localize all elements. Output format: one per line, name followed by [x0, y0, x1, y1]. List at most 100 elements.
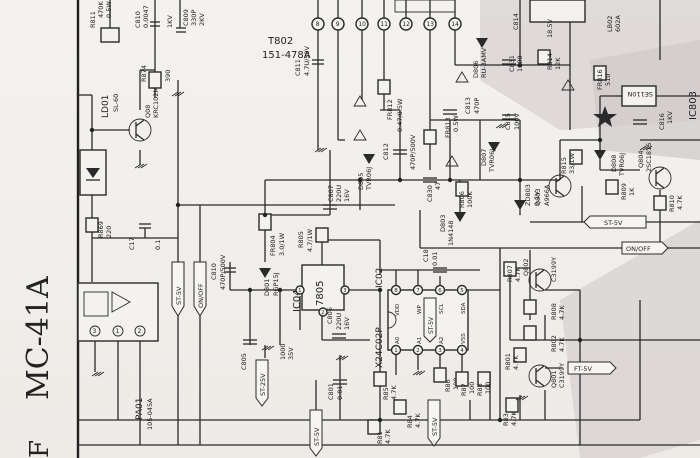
- resistor-fr812: FR812 0.47/0.5W: [377, 79, 404, 132]
- svg-text:C18: C18: [422, 249, 430, 262]
- svg-text:1KV: 1KV: [166, 15, 174, 28]
- svg-text:C814: C814: [512, 13, 520, 30]
- svg-text:R802: R802: [550, 335, 558, 352]
- svg-text:R84: R84: [406, 415, 414, 428]
- transformer-pins: 8 9 10 11 12 13 14: [311, 17, 462, 31]
- net-tag-st-5v-a: ST-5V: [171, 261, 185, 317]
- svg-text:C812: C812: [382, 143, 390, 160]
- svg-text:3: 3: [93, 328, 97, 335]
- svg-text:1: 1: [298, 288, 301, 294]
- svg-text:4.7K: 4.7K: [558, 305, 566, 320]
- svg-text:C3199Y: C3199Y: [558, 363, 566, 388]
- svg-text:1: 1: [394, 348, 398, 354]
- svg-text:R805: R805: [297, 231, 305, 248]
- svg-text:Q803: Q803: [534, 188, 542, 206]
- junction-dots: [89, 62, 603, 423]
- print-shading-bottom: [560, 220, 700, 458]
- svg-text:6: 6: [438, 288, 442, 294]
- svg-text:ST-5V: ST-5V: [313, 427, 321, 446]
- svg-text:220U: 220U: [335, 313, 343, 330]
- svg-text:C17: C17: [128, 237, 136, 250]
- resistor-r805: R805 4.7/1W: [297, 227, 329, 252]
- svg-text:SE110N: SE110N: [627, 90, 653, 98]
- svg-text:SL-60: SL-60: [112, 94, 120, 112]
- svg-text:100: 100: [468, 382, 476, 394]
- svg-text:LB02: LB02: [606, 16, 614, 32]
- svg-text:4.7K: 4.7K: [390, 385, 398, 400]
- resistor-r874: R874 390: [140, 65, 172, 89]
- svg-text:330P: 330P: [190, 10, 198, 26]
- svg-text:R814: R814: [546, 53, 554, 70]
- svg-text:3: 3: [343, 288, 346, 294]
- svg-text:C3199Y: C3199Y: [550, 257, 558, 282]
- svg-text:4.7U/50V: 4.7U/50V: [303, 45, 311, 76]
- svg-text:TVR06J: TVR06J: [365, 167, 373, 191]
- svg-text:R874: R874: [140, 65, 148, 82]
- svg-text:LD01: LD01: [101, 95, 111, 118]
- svg-text:105-045A: 105-045A: [146, 398, 154, 430]
- svg-text:R801: R801: [504, 353, 512, 370]
- capacitor-c813: C813 470P: [443, 97, 481, 115]
- svg-text:ST-5V: ST-5V: [428, 316, 435, 334]
- svg-text:R87: R87: [460, 383, 468, 396]
- svg-text:C811: C811: [294, 59, 302, 76]
- resistor-r809: R809 1K: [605, 179, 636, 200]
- svg-text:0.5W: 0.5W: [105, 1, 113, 18]
- capacitor-c801: C801 0.01: [327, 379, 347, 400]
- svg-text:3: 3: [438, 348, 442, 354]
- svg-text:C807: C807: [327, 185, 335, 202]
- svg-text:220U: 220U: [335, 185, 343, 202]
- svg-text:4.7K: 4.7K: [676, 195, 684, 210]
- resistor-r815: R815 33/1W: [560, 149, 583, 174]
- svg-text:C805: C805: [240, 353, 248, 370]
- led-ld01: LD01 SL-60: [79, 94, 120, 196]
- svg-text:X24C02P: X24C02P: [375, 327, 385, 368]
- resistor-r88: R88 100: [476, 371, 492, 396]
- svg-text:100K: 100K: [466, 191, 474, 208]
- capacitor-c816: C816 1KV: [633, 111, 674, 130]
- capacitor-c17: C17 0.1: [128, 223, 162, 250]
- svg-text:0.5W: 0.5W: [452, 115, 460, 132]
- zener-zd803: ZD803 9.1V: [514, 184, 541, 210]
- svg-text:D803: D803: [439, 215, 447, 232]
- svg-text:2: 2: [138, 328, 142, 335]
- svg-text:C810: C810: [134, 11, 142, 28]
- svg-text:ST-5V: ST-5V: [175, 286, 183, 305]
- inductor-lb02: LB02 602A: [606, 15, 622, 32]
- resistor-r801: R801 4.7K: [504, 347, 527, 370]
- net-tag-st-5v-b: ST-5V: [583, 215, 647, 229]
- svg-text:4.7/1W: 4.7/1W: [306, 228, 314, 252]
- svg-text:T802: T802: [267, 36, 293, 47]
- svg-text:R815: R815: [560, 157, 568, 174]
- capacitor-c810: C810 0.0047 1KV: [134, 5, 174, 28]
- svg-text:C830: C830: [426, 185, 434, 202]
- diode-d805: D805 TVR06J: [357, 154, 375, 191]
- capacitor-c806: C806 220U 16V: [326, 307, 351, 339]
- svg-text:C801: C801: [327, 383, 335, 400]
- transistor-q801: Q801 C3199Y: [528, 363, 566, 388]
- svg-text:470P: 470P: [473, 98, 481, 114]
- resistor-r83: R83 4.7K: [502, 397, 519, 426]
- svg-text:KRC102M: KRC102M: [152, 87, 160, 118]
- resistor-r81: R81 4.7K: [367, 419, 392, 444]
- svg-text:8: 8: [316, 21, 320, 28]
- svg-text:0.01: 0.01: [336, 386, 344, 400]
- svg-text:9.1V: 9.1V: [533, 191, 541, 206]
- resistor-r869: R869 220: [85, 217, 113, 238]
- capacitor-c807: C807 220U 16V: [323, 185, 351, 210]
- svg-text:IC02: IC02: [375, 268, 385, 288]
- capacitor-c805: C805 1000 35V: [240, 339, 295, 370]
- svg-text:1000: 1000: [279, 343, 287, 360]
- safety-warning-icons: [353, 71, 575, 167]
- svg-text:C813: C813: [464, 97, 472, 114]
- transistor-q08: Q08 KRC102M: [128, 87, 160, 142]
- svg-text:C809: C809: [182, 9, 190, 26]
- resistor-fr804: FR804 3.0/1W: [258, 213, 286, 256]
- svg-text:R810: R810: [668, 195, 676, 212]
- svg-text:16V: 16V: [343, 317, 351, 330]
- svg-text:TVR06J: TVR06J: [618, 153, 626, 177]
- svg-text:18.5V: 18.5V: [546, 19, 554, 38]
- svg-text:ST-5V: ST-5V: [604, 219, 623, 227]
- svg-text:0.0047: 0.0047: [142, 5, 150, 28]
- transistor-q803: Q803 A966A: [534, 174, 572, 206]
